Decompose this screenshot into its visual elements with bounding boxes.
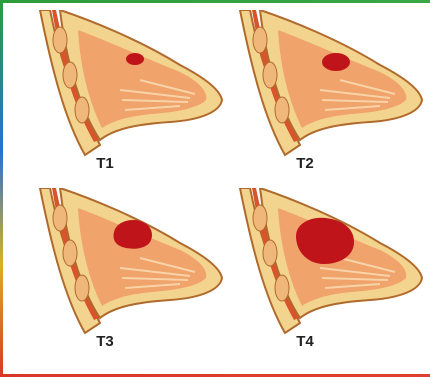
panel-t1: T1 — [30, 10, 230, 185]
label-t3: T3 — [75, 333, 135, 350]
label-t4: T4 — [275, 333, 335, 350]
panel-t2: T2 — [230, 10, 430, 185]
label-t1: T1 — [75, 155, 135, 172]
tumor-t3 — [114, 220, 152, 249]
panel-t3: T3 — [30, 188, 230, 363]
tumor-t2 — [322, 53, 350, 71]
tumor-t1 — [126, 53, 144, 65]
label-t2: T2 — [275, 155, 335, 172]
panel-t4: T4 — [230, 188, 430, 363]
frame-top-edge — [0, 0, 430, 3]
frame-left-edge — [0, 0, 3, 377]
